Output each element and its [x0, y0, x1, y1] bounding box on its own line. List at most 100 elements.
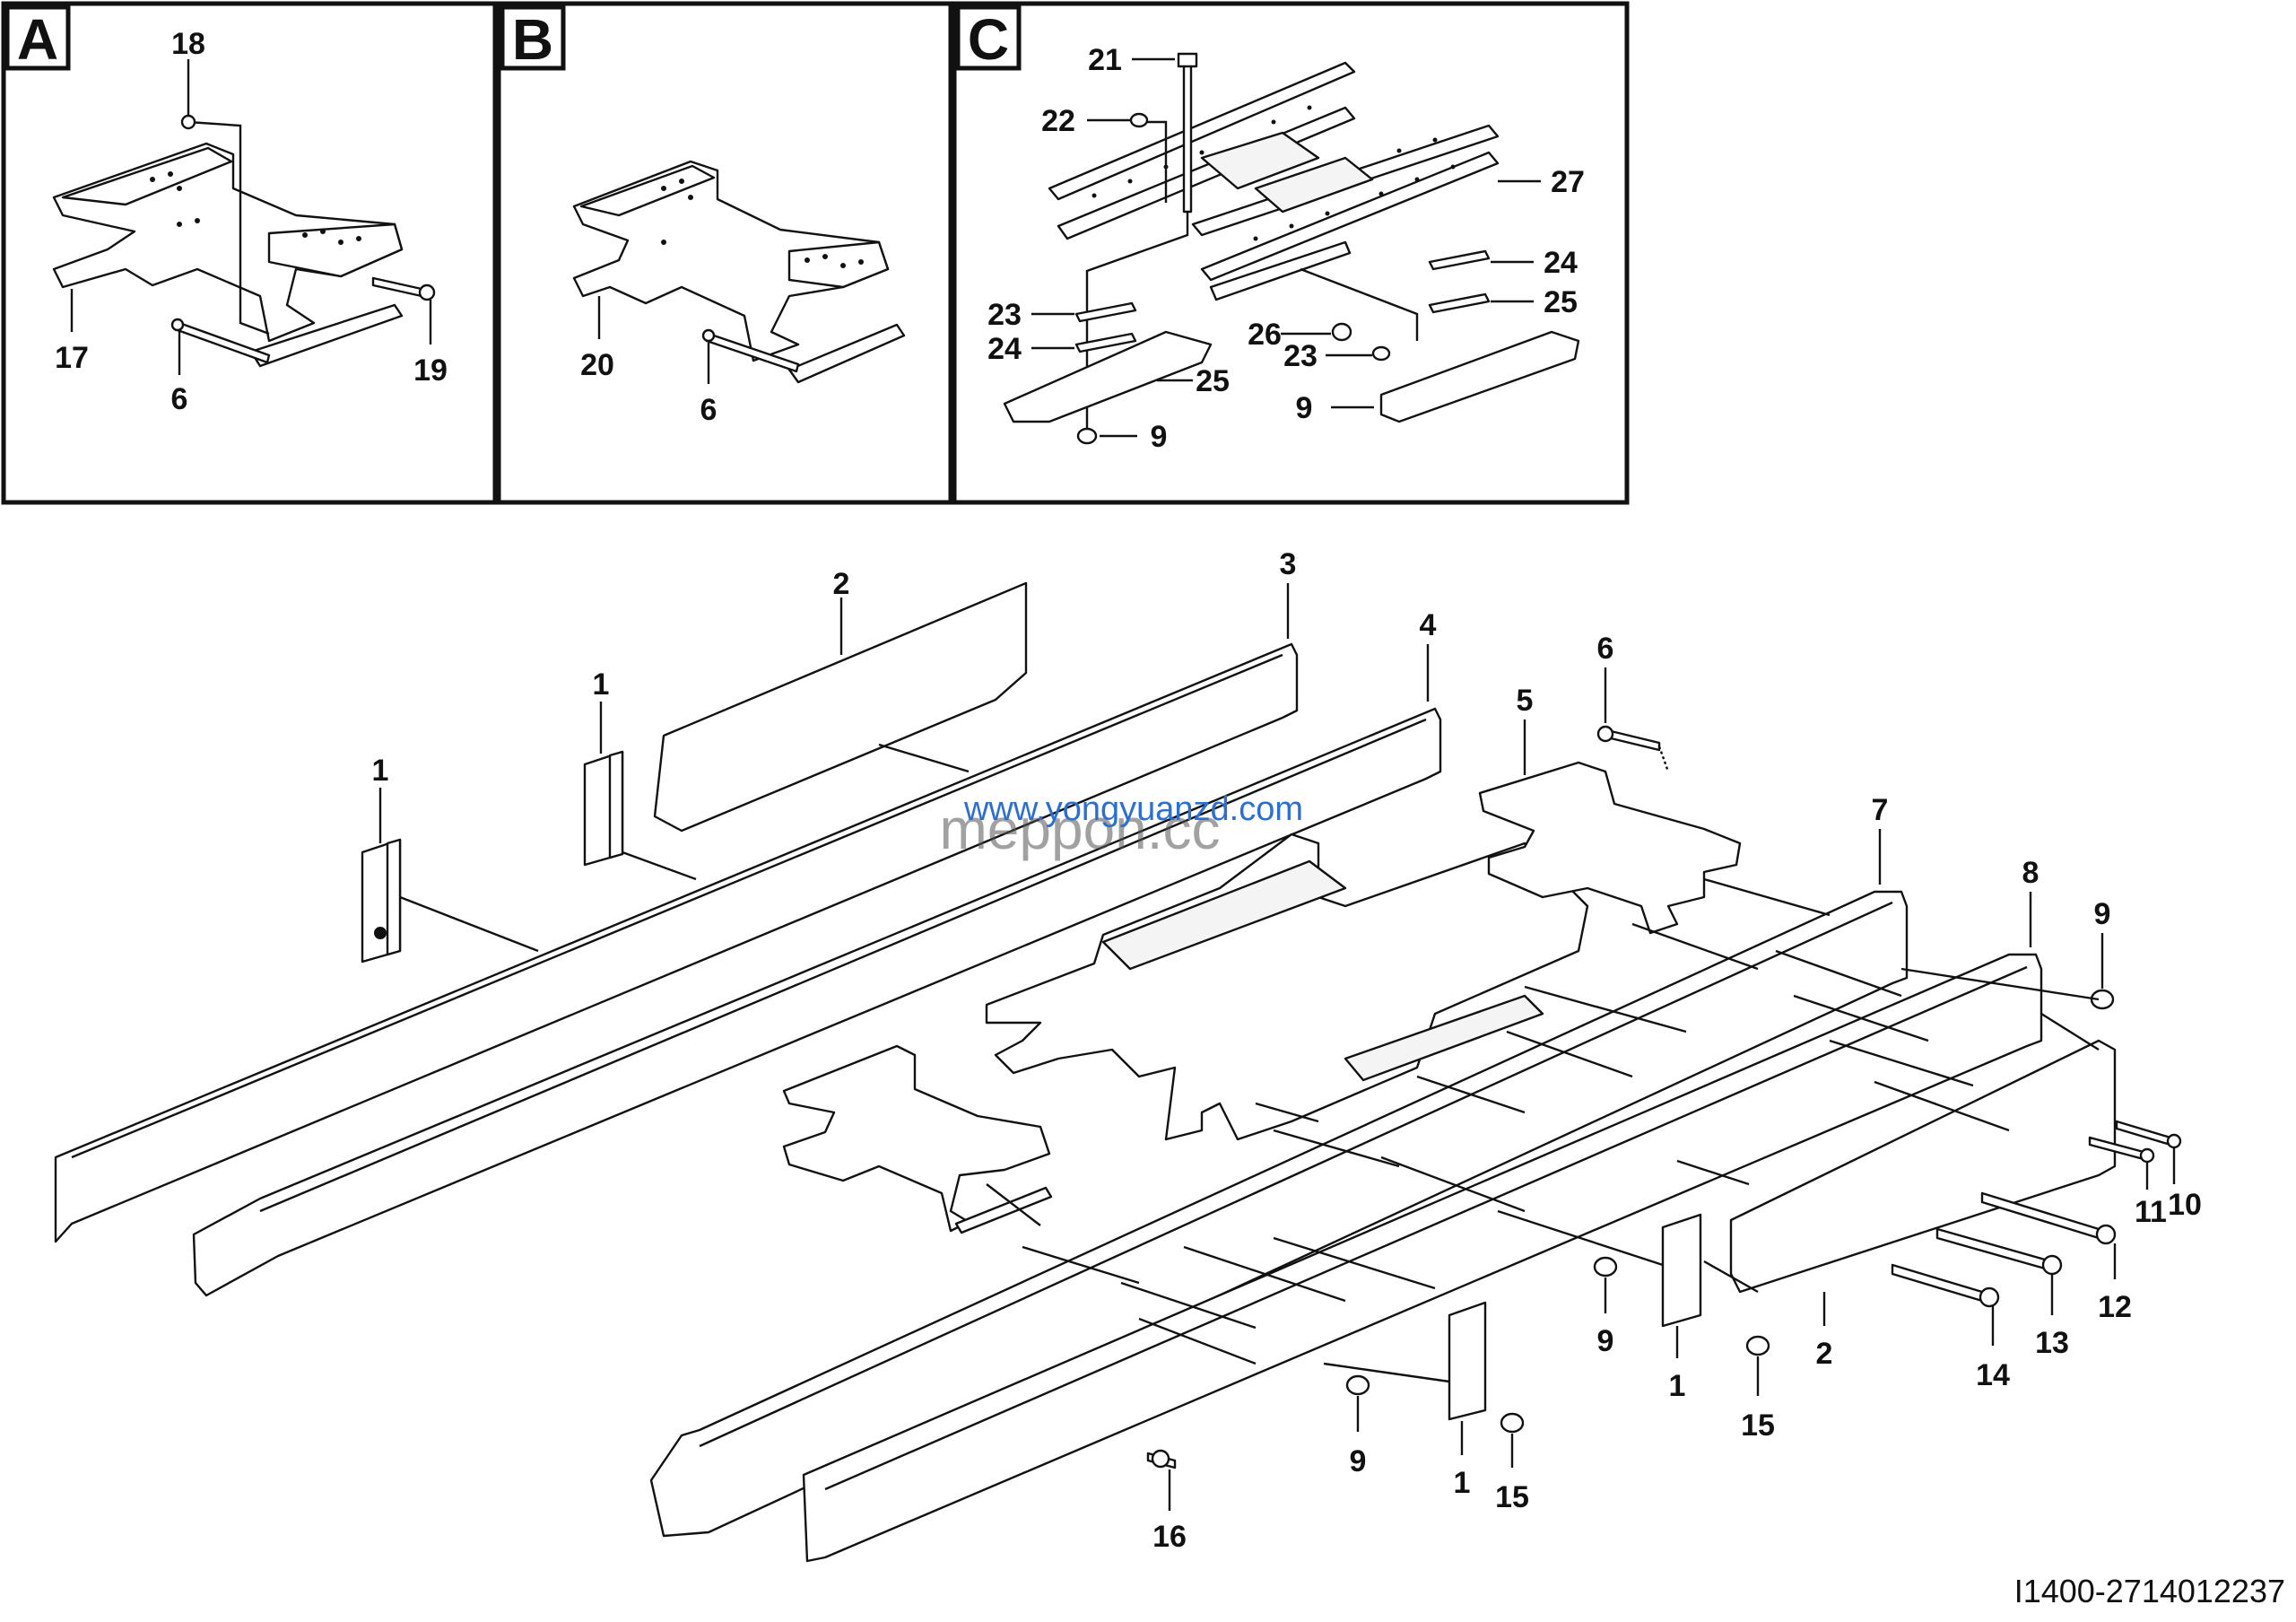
crossmember-a-top [61, 146, 233, 206]
center-frame-assembly [985, 833, 1589, 1141]
pad-23-right [1428, 249, 1491, 271]
frame-c-crosspiece-2 [1254, 156, 1374, 214]
pad-23-left [1074, 301, 1137, 323]
document-number: I1400-2714012237 [2014, 1573, 2285, 1609]
bolt-10-head [2166, 1133, 2182, 1149]
center-frame-skid [1344, 994, 1544, 1082]
skid-25-left [1003, 330, 1213, 423]
callout-c-9-bottom: 9 [1151, 420, 1168, 454]
callout-c-23-right: 24 [1544, 246, 1578, 280]
long-rail-4 [192, 707, 1442, 1297]
panel-c-frame [952, 1, 1630, 505]
bolt-6a-head [170, 318, 185, 332]
callout-3: 3 [1280, 547, 1297, 581]
callout-1-left: 1 [372, 754, 389, 788]
nut-15-b [1500, 1412, 1525, 1434]
callout-9-center: 9 [1597, 1324, 1614, 1358]
panel-b-letter: B [512, 7, 553, 72]
nut-9-main-right [2090, 989, 2115, 1010]
pad-24-left [1074, 332, 1137, 353]
bracket-1-upper-flange [608, 750, 624, 859]
panel-a-label: A [4, 4, 71, 72]
frame-c-crosspiece [1200, 131, 1320, 190]
bolt-14-head [1979, 1286, 2000, 1308]
callout-c-9-right: 26 [1248, 318, 1282, 352]
bracket-1-left-flange [386, 838, 402, 956]
callout-11: 11 [2135, 1195, 2167, 1229]
nut-9-bottom [1076, 427, 1098, 445]
bolt-18-line [187, 120, 270, 336]
crossmember-small-rail [954, 1186, 1053, 1234]
bolt-21-shank [1182, 63, 1193, 214]
callout-1-lower: 1 [1454, 1466, 1471, 1500]
assembly-lines [399, 743, 2100, 1383]
nut-9-main-lower [1345, 1374, 1370, 1396]
frame-c-lower-long [1209, 240, 1352, 301]
crossmember-b [572, 160, 890, 362]
callout-10: 10 [2168, 1188, 2202, 1222]
bolt-6-main-head [1596, 725, 1614, 743]
bolt-13-head [2041, 1254, 2063, 1276]
callout-7: 7 [1872, 793, 1889, 827]
bracket-b-rail [787, 323, 906, 384]
watermark-line1: www.yongyuanzd.com [963, 790, 1303, 828]
panel-c-letter: C [968, 7, 1009, 72]
main-callouts: 2 3 4 1 1 5 6 7 8 9 11 10 12 13 [372, 547, 2202, 1554]
callout-8: 8 [2022, 856, 2039, 890]
bolt-18-head [180, 114, 196, 130]
callout-c-27: 27 [1551, 165, 1585, 199]
washer-22 [1129, 112, 1149, 128]
watermark: meppon.cc www.yongyuanzd.com [939, 790, 1303, 861]
nut-9-main-center [1593, 1256, 1618, 1278]
bracket-1-lower-a [1661, 1213, 1702, 1328]
callout-12: 12 [2098, 1290, 2132, 1324]
reinforcement-plate-2-upper [653, 581, 1028, 833]
callout-c-21: 21 [1088, 43, 1122, 77]
callout-1-lower-right: 1 [1669, 1369, 1686, 1403]
nut-15-a [1745, 1335, 1770, 1356]
callout-2-right: 2 [1816, 1337, 1833, 1371]
callout-a-18: 18 [171, 27, 205, 61]
bolt-6b-head [701, 328, 716, 343]
bracket-a-rail [249, 303, 404, 368]
callout-5: 5 [1517, 684, 1534, 718]
callout-c-26: 23 [1283, 339, 1318, 373]
bolt-12-head [2095, 1224, 2117, 1245]
long-rail-7 [649, 890, 1909, 1538]
frame-c-left-rail [1048, 61, 1356, 201]
bolt-13 [1935, 1227, 2047, 1270]
callout-1-upper: 1 [593, 667, 610, 702]
nut-9-right [1331, 322, 1352, 342]
leader-c-right [1300, 267, 1419, 341]
bolt-16-head [1151, 1449, 1170, 1469]
callout-c-24-right: 25 [1544, 285, 1578, 319]
panel-a-drawing: 18 17 6 19 [52, 27, 448, 416]
panel-a-holes [150, 171, 361, 245]
crossmember-b-top [579, 164, 716, 217]
panel-b-holes [661, 179, 864, 268]
callout-4: 4 [1420, 608, 1437, 642]
frame-c-right-rail [1200, 151, 1500, 282]
panel-c-drawing: 21 22 27 23 24 25 9 26 23 24 25 9 [987, 43, 1585, 454]
long-rail-3 [54, 642, 1299, 1243]
callout-b-20: 20 [580, 348, 614, 382]
callout-c-25-left: 25 [1196, 364, 1230, 398]
callout-c-25-right: 9 [1296, 391, 1313, 425]
center-frame-top [1101, 859, 1347, 971]
callout-b-6: 6 [700, 393, 718, 427]
callout-14: 14 [1976, 1358, 2010, 1392]
callout-c-24-left: 24 [987, 332, 1022, 366]
callout-9-lower: 9 [1350, 1444, 1367, 1478]
watermark-line2: meppon.cc [939, 797, 1220, 861]
callout-a-17: 17 [55, 341, 89, 375]
panel-c-label: C [955, 4, 1022, 72]
washer-26 [1371, 345, 1391, 362]
bolt-21-head [1177, 52, 1198, 68]
main-exploded-view: 2 3 4 1 1 5 6 7 8 9 11 10 12 13 [54, 547, 2202, 1563]
callout-a-6: 6 [171, 382, 188, 416]
bolt-19-head [418, 283, 436, 301]
bolt-10 [2115, 1120, 2172, 1147]
crossmember-5 [1478, 761, 1742, 935]
crossmember-a-flange [267, 222, 404, 278]
